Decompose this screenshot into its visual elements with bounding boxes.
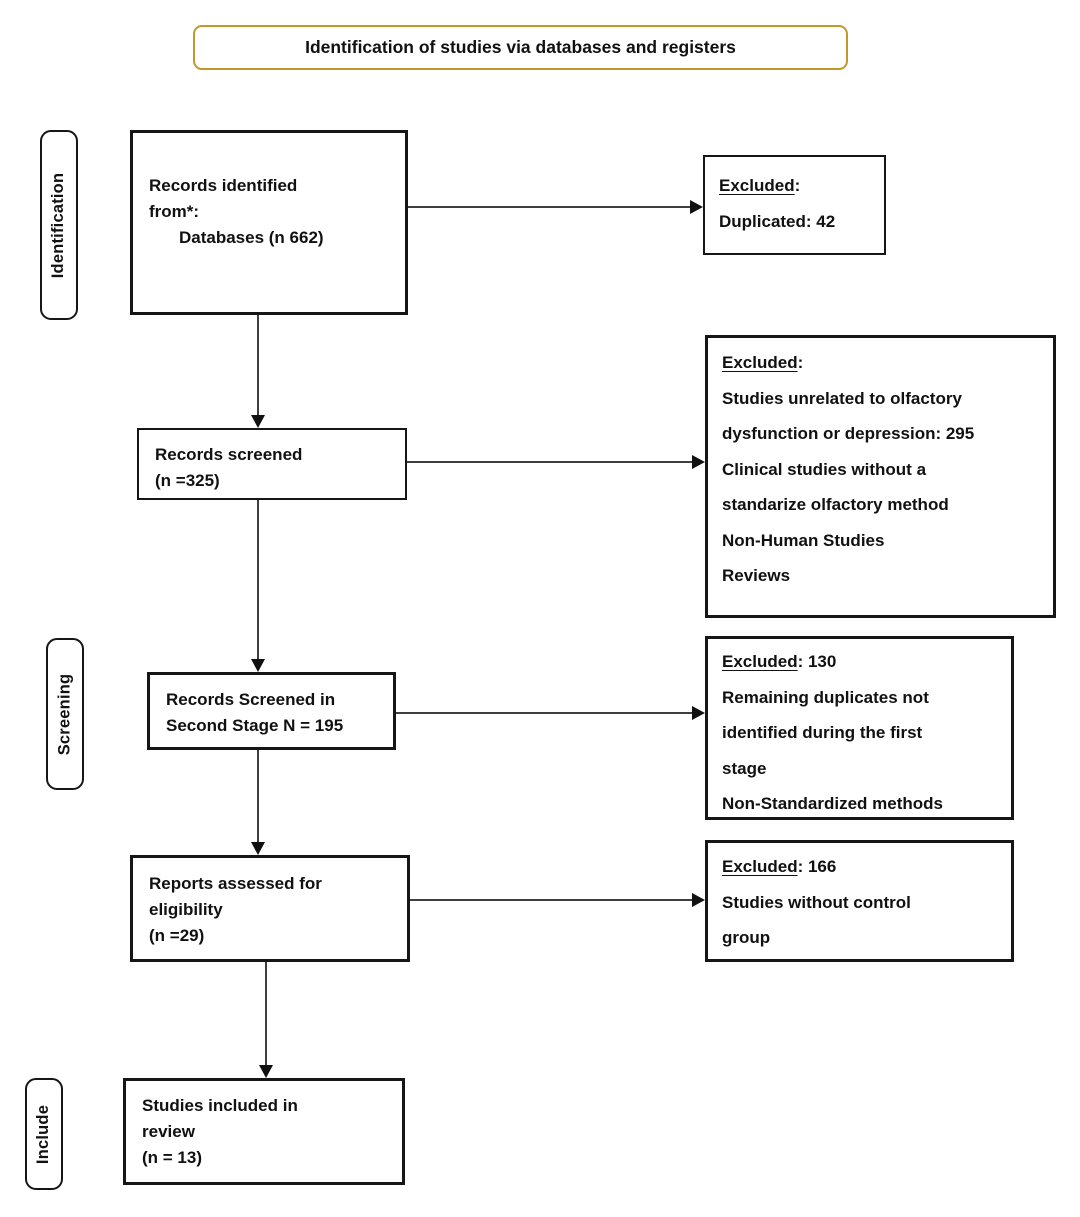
excluded-reason: Duplicated: 42 — [719, 211, 836, 231]
excluded-box-no-control: Excluded: 166 Studies without control gr… — [705, 840, 1014, 962]
arrow-second-stage-to-excluded — [396, 706, 705, 720]
excluded-count: : 130 — [797, 652, 837, 671]
arrow-screened-to-excluded — [407, 455, 705, 469]
box-line: Reports assessed for — [149, 874, 322, 893]
excluded-count: : 166 — [797, 857, 837, 876]
excluded-box-duplicates: Excluded: Duplicated: 42 — [703, 155, 886, 255]
diagram-title-box: Identification of studies via databases … — [193, 25, 848, 70]
stage-label-text: Screening — [55, 673, 74, 755]
box-line: from*: — [149, 202, 200, 221]
arrow-identified-to-screened — [251, 315, 265, 428]
stage-label-text: Identification — [49, 172, 68, 278]
excluded-reason: dysfunction or depression: 295 — [722, 424, 975, 443]
box-line: Studies included in — [142, 1096, 298, 1115]
box-line: Records identified — [149, 176, 298, 195]
arrowhead-icon — [251, 415, 265, 428]
excluded-reason: standarize olfactory method — [722, 495, 949, 514]
stage-label-text: Include — [34, 1104, 53, 1164]
flow-box-studies-included: Studies included in review (n = 13) — [123, 1078, 405, 1185]
flow-box-records-identified: Records identified from*: Databases (n 6… — [130, 130, 408, 315]
excluded-reason: Reviews — [722, 566, 791, 585]
excluded-box-second-screen: Excluded: 130 Remaining duplicates not i… — [705, 636, 1014, 820]
excluded-reason: stage — [722, 758, 767, 778]
arrow-second-stage-to-reports — [251, 750, 265, 855]
excluded-reason: group — [722, 928, 771, 947]
arrowhead-icon — [259, 1065, 273, 1078]
arrow-reports-to-included — [259, 962, 273, 1078]
excluded-reason: Studies without control — [722, 892, 911, 912]
excluded-reason: Studies unrelated to olfactory — [722, 388, 962, 408]
excluded-reason: Remaining duplicates not — [722, 687, 929, 707]
arrowhead-icon — [692, 893, 705, 907]
flow-box-records-screened: Records screened (n =325) — [137, 428, 407, 500]
arrowhead-icon — [692, 455, 705, 469]
excluded-label: Excluded — [719, 176, 795, 195]
excluded-label: Excluded — [722, 652, 798, 671]
excluded-reason: Clinical studies without a — [722, 459, 927, 479]
box-line: (n = 13) — [142, 1148, 202, 1167]
arrowhead-icon — [690, 200, 703, 214]
excluded-count: : — [794, 176, 801, 195]
excluded-reason: identified during the first — [722, 723, 923, 742]
excluded-count: : — [797, 353, 804, 372]
excluded-heading: Excluded: — [719, 168, 874, 204]
excluded-box-first-screen: Excluded: Studies unrelated to olfactory… — [705, 335, 1056, 618]
excluded-reason: Non-Standardized methods — [722, 794, 944, 813]
box-line: Records screened — [155, 445, 303, 464]
box-line: Records Screened in — [166, 690, 336, 709]
excluded-reason: Non-Human Studies — [722, 530, 885, 550]
box-line: Databases (n 662) — [179, 228, 324, 247]
excluded-label: Excluded — [722, 353, 798, 372]
excluded-heading: Excluded: 166 — [722, 849, 1001, 885]
box-line: (n =325) — [155, 471, 220, 490]
flow-box-reports-assessed: Reports assessed for eligibility (n =29) — [130, 855, 410, 962]
stage-label-identification: Identification — [40, 130, 78, 320]
box-line: eligibility — [149, 900, 223, 919]
arrow-screened-to-second-stage — [251, 500, 265, 672]
arrow-reports-to-excluded — [410, 893, 705, 907]
excluded-heading: Excluded: 130 — [722, 644, 1001, 680]
box-line: (n =29) — [149, 926, 205, 945]
flow-box-second-stage: Records Screened in Second Stage N = 195 — [147, 672, 396, 750]
stage-label-include: Include — [25, 1078, 63, 1190]
arrowhead-icon — [692, 706, 705, 720]
box-line: Second Stage N = 195 — [166, 716, 344, 735]
excluded-label: Excluded — [722, 857, 798, 876]
box-line: review — [142, 1122, 195, 1141]
arrowhead-icon — [251, 842, 265, 855]
arrow-identified-to-duplicates — [408, 200, 703, 214]
excluded-heading: Excluded: — [722, 345, 1043, 381]
diagram-title: Identification of studies via databases … — [305, 37, 736, 57]
stage-label-screening: Screening — [46, 638, 84, 790]
arrowhead-icon — [251, 659, 265, 672]
